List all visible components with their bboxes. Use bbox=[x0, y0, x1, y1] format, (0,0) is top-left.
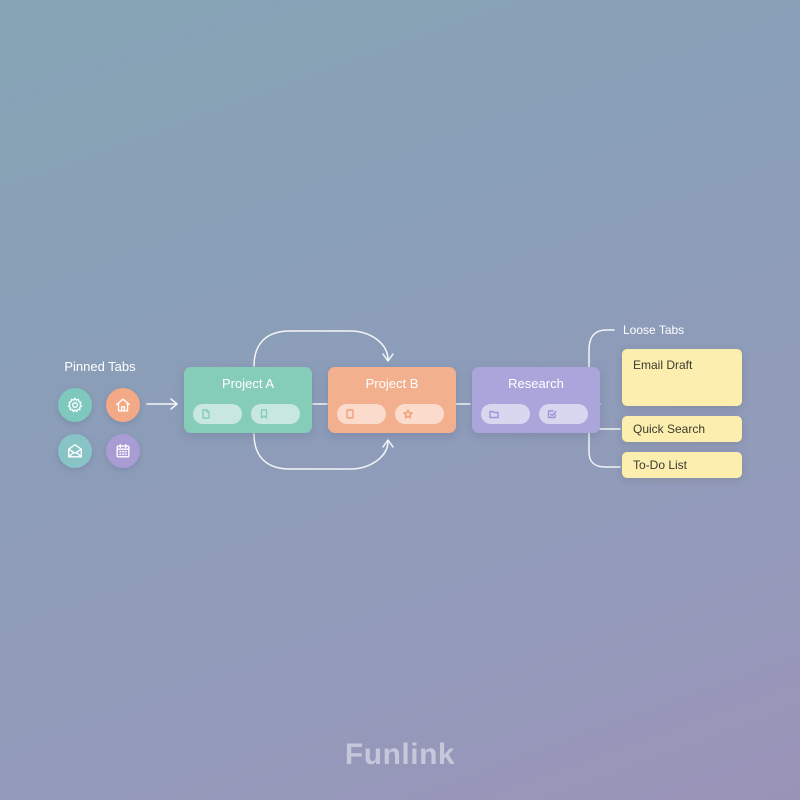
pinned-tab-mail[interactable] bbox=[58, 434, 92, 468]
loose-tab-todo-list[interactable]: To-Do List bbox=[622, 452, 742, 478]
tab-chip[interactable] bbox=[193, 404, 242, 424]
arrowhead-arc-bottom bbox=[382, 439, 394, 448]
checkbox-icon bbox=[547, 410, 557, 419]
group-title: Research bbox=[508, 376, 564, 391]
group-research[interactable]: Research bbox=[472, 367, 600, 433]
pinned-tab-home[interactable] bbox=[106, 388, 140, 422]
calendar-icon bbox=[116, 444, 130, 458]
tab-chip[interactable] bbox=[251, 404, 300, 424]
pinned-tab-settings[interactable] bbox=[58, 388, 92, 422]
group-project-a[interactable]: Project A bbox=[184, 367, 312, 433]
tab-chip[interactable] bbox=[395, 404, 444, 424]
page-icon bbox=[202, 409, 210, 419]
pinned-tab-calendar[interactable] bbox=[106, 434, 140, 468]
arc-project-a-to-b-top bbox=[253, 330, 389, 367]
tab-chip[interactable] bbox=[481, 404, 530, 424]
arrowhead-pinned-to-project-a bbox=[170, 398, 178, 410]
group-title: Project B bbox=[365, 376, 419, 391]
tab-chip[interactable] bbox=[539, 404, 588, 424]
gear-icon bbox=[67, 397, 83, 413]
folder-icon bbox=[489, 410, 499, 419]
loose-tabs-label: Loose Tabs bbox=[623, 323, 685, 337]
envelope-icon bbox=[68, 444, 82, 458]
loose-tab-quick-search[interactable]: Quick Search bbox=[622, 416, 742, 442]
star-icon bbox=[403, 409, 413, 419]
document-icon bbox=[346, 409, 354, 419]
pinned-tabs-label: Pinned Tabs bbox=[64, 359, 136, 374]
group-project-b[interactable]: Project B bbox=[328, 367, 456, 433]
arc-project-a-to-b-bottom bbox=[253, 433, 389, 470]
tab-chip[interactable] bbox=[337, 404, 386, 424]
group-title: Project A bbox=[221, 376, 275, 391]
bookmark-icon bbox=[260, 409, 268, 419]
home-icon bbox=[116, 398, 130, 412]
arrowhead-arc-top bbox=[382, 353, 394, 362]
funlink-logo: Funlink bbox=[344, 738, 456, 771]
loose-tab-email-draft[interactable]: Email Draft bbox=[622, 349, 742, 406]
